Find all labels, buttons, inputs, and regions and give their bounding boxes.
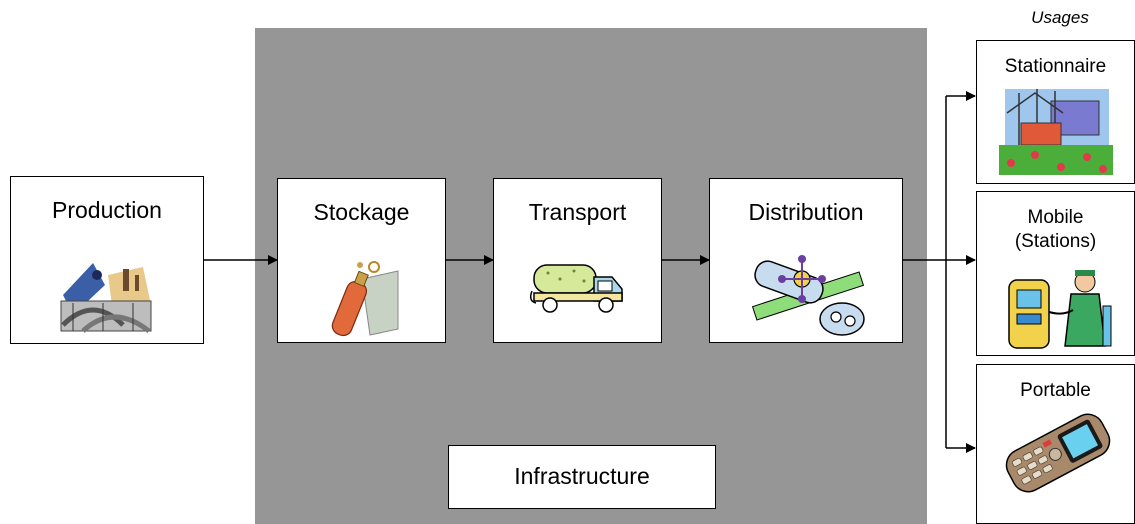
stationnaire-box: Stationnaire	[976, 40, 1135, 184]
stockage-label: Stockage	[313, 199, 410, 225]
infrastructure-box: Infrastructure	[448, 445, 716, 509]
portable-label: Portable	[1020, 380, 1091, 401]
production-box: Production	[10, 176, 204, 344]
power-station-icon	[999, 89, 1113, 175]
transport-label: Transport	[528, 199, 627, 225]
infrastructure-label: Infrastructure	[514, 463, 650, 489]
mobile-box: Mobile (Stations)	[976, 191, 1135, 356]
distribution-label: Distribution	[748, 199, 864, 225]
transport-box: Transport	[493, 178, 662, 343]
pipeline-valve-icon	[751, 255, 865, 336]
fuel-pump-attendant-icon	[1008, 270, 1112, 349]
industrial-plant-icon	[60, 263, 152, 333]
gas-cylinder-icon	[331, 261, 399, 337]
portable-box: Portable	[976, 364, 1135, 524]
distribution-box: Distribution	[709, 178, 903, 343]
tanker-truck-icon	[529, 264, 623, 313]
stationnaire-label: Stationnaire	[1004, 56, 1107, 77]
mobile-phone-icon	[1005, 413, 1111, 493]
stockage-box: Stockage	[277, 178, 446, 343]
usages-title: Usages	[1031, 8, 1089, 27]
production-label: Production	[52, 197, 162, 223]
mobile-label: Mobile (Stations)	[1014, 207, 1097, 252]
